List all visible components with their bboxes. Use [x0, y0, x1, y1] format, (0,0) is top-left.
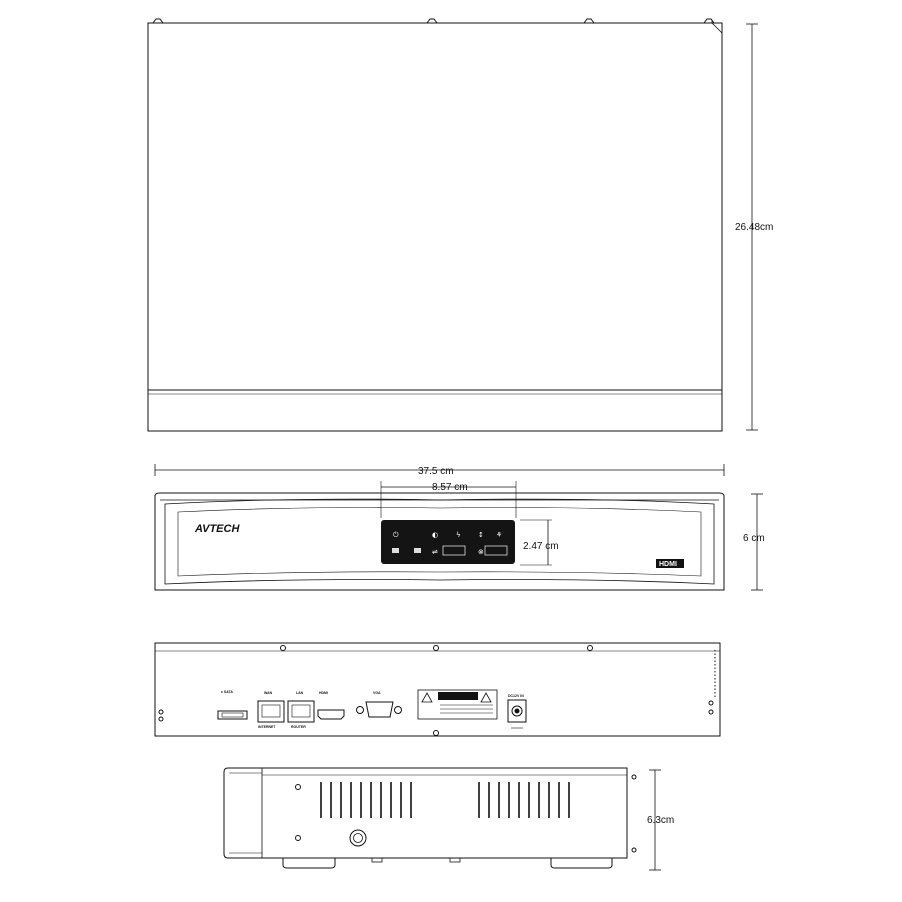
esata-label: e SATA	[221, 690, 233, 694]
control-panel-icons: ⏻ ◐ ϟ ↕ ⚘ ⇌ ⊗	[392, 531, 508, 556]
side-hole	[295, 784, 301, 790]
usb-port	[484, 545, 508, 556]
rear-labels: e SATA WAN LAN HDMI VGA DC12V IN INTERNE…	[221, 690, 524, 729]
side-view	[223, 767, 661, 871]
lan-sub-label: ROUTER	[291, 725, 306, 729]
side-hole	[631, 847, 637, 853]
hdmi-label: HDMI	[319, 691, 328, 695]
side-hole	[631, 774, 637, 780]
usb-icon: ⇌	[432, 548, 438, 556]
wan-label: WAN	[264, 691, 273, 695]
top-tab	[703, 18, 715, 24]
vga-screw	[356, 706, 364, 714]
control-panel	[381, 520, 515, 564]
audio-icon: ◐	[432, 531, 438, 539]
hdmi-logo-badge	[656, 559, 684, 568]
side-vent-right	[478, 782, 570, 818]
vga-port	[365, 701, 394, 718]
power-label: DC12V IN	[508, 694, 524, 698]
front-view	[154, 464, 763, 591]
side-vent-left	[320, 782, 412, 818]
warning-label	[417, 689, 498, 720]
top-view-outline	[147, 22, 723, 432]
lightning-icon: ϟ	[456, 531, 461, 539]
warning-triangle-icon	[480, 692, 492, 703]
side-height-label: 6.3cm	[647, 815, 674, 826]
screw	[433, 645, 439, 651]
screw	[158, 716, 164, 722]
brand-logo: AVTECH	[194, 523, 240, 535]
backup-icon: ⊗	[478, 548, 484, 556]
vga-screw	[394, 706, 402, 714]
side-hole	[295, 835, 301, 841]
panel-width-label: 8.57 cm	[432, 482, 468, 493]
power-icon: ⏻	[393, 531, 399, 539]
wan-port	[257, 700, 285, 723]
lan-label: LAN	[296, 691, 304, 695]
lan-port	[287, 700, 315, 723]
rear-view	[154, 642, 721, 737]
top-tab	[583, 18, 595, 24]
wan-sub-label: INTERNET	[258, 725, 276, 729]
width-label: 37.5 cm	[418, 466, 454, 477]
screw	[708, 709, 714, 715]
vga-label: VGA	[373, 691, 381, 695]
screw	[587, 645, 593, 651]
network-icon: ⚘	[496, 531, 502, 539]
hdd-led-icon	[414, 548, 421, 553]
power-jack-socket	[511, 705, 523, 717]
hdmi-logo: HDMI	[659, 561, 677, 568]
top-tab	[152, 18, 164, 24]
hdd-led-icon	[392, 548, 399, 553]
transfer-icon: ↕	[478, 531, 484, 539]
screw	[280, 645, 286, 651]
top-view	[147, 18, 758, 432]
front-height-label: 6 cm	[743, 533, 765, 544]
depth-label: 26.48cm	[735, 222, 773, 233]
screw	[158, 709, 164, 715]
warning-triangle-icon	[421, 692, 433, 703]
top-tab	[426, 18, 438, 24]
esata-port	[217, 710, 248, 720]
side-outline	[223, 767, 628, 859]
front-outline	[154, 492, 725, 591]
rear-outline	[154, 642, 721, 737]
front-bezel	[164, 498, 715, 585]
screw	[433, 730, 439, 736]
hdmi-port	[317, 709, 345, 720]
foot	[282, 858, 336, 869]
panel-height-label: 2.47 cm	[523, 541, 559, 552]
usb-port	[442, 545, 466, 556]
power-jack	[507, 699, 527, 723]
screw	[708, 700, 714, 706]
foot	[550, 858, 613, 869]
kensington-lock	[349, 829, 367, 847]
